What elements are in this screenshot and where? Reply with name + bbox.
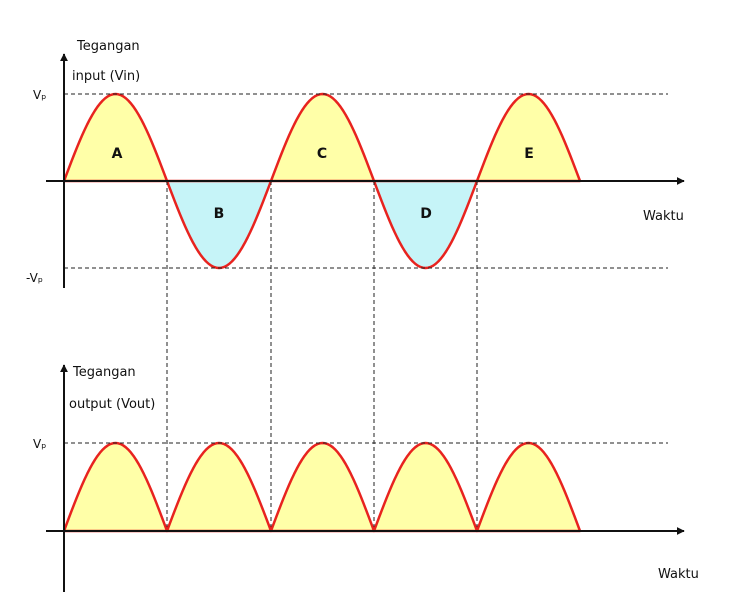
- output-half-wave-2: [165, 441, 273, 533]
- input-half-wave-a: [62, 92, 169, 183]
- input-vp-label: Vₚ: [33, 88, 46, 102]
- output-x-label: Waktu: [658, 567, 699, 582]
- input-y-title-line2: input (Vin): [72, 69, 140, 84]
- segment-label-c: C: [317, 146, 327, 162]
- segment-label-b: B: [214, 206, 225, 222]
- segment-label-e: E: [524, 146, 534, 162]
- input-half-wave-b: [165, 179, 273, 270]
- output-y-title-line1: Tegangan: [72, 365, 136, 380]
- output-half-wave-3: [269, 441, 376, 533]
- vertical-connectors: [166, 181, 478, 531]
- segment-label-a: A: [112, 146, 123, 162]
- output-graph: Tegangan output (Vout) Vₚ Waktu: [33, 364, 699, 592]
- output-half-wave-1: [62, 441, 169, 533]
- input-half-wave-e: [475, 92, 582, 183]
- input-half-wave-c: [269, 92, 376, 183]
- output-y-title-line2: output (Vout): [69, 397, 155, 412]
- output-half-wave-5: [475, 441, 582, 533]
- input-y-title-line1: Tegangan: [76, 39, 140, 54]
- output-vp-label: Vₚ: [33, 437, 46, 451]
- output-half-wave-4: [372, 441, 479, 533]
- input-half-wave-d: [372, 179, 479, 270]
- input-neg-vp-label: -Vₚ: [26, 271, 43, 285]
- input-x-label: Waktu: [643, 209, 684, 224]
- input-graph: Tegangan input (Vin) Vₚ -Vₚ Waktu A B C …: [26, 39, 685, 288]
- segment-label-d: D: [420, 206, 432, 222]
